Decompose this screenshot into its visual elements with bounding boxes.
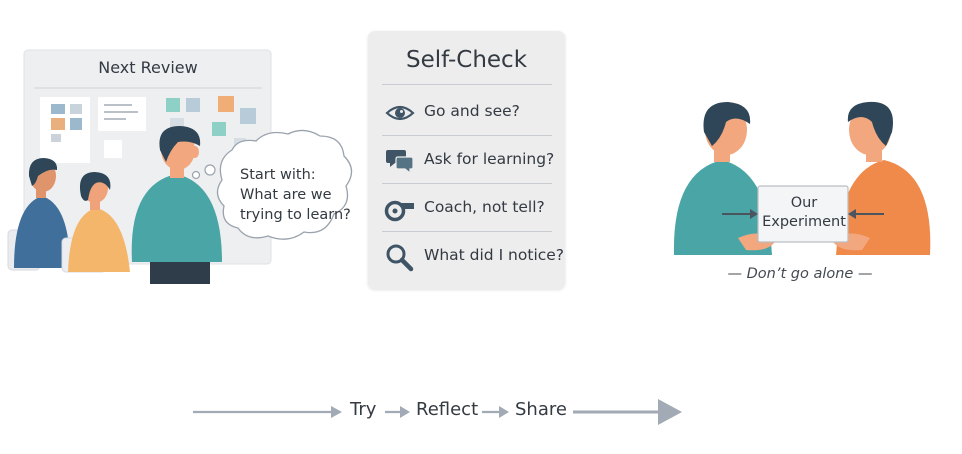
person-orange-right bbox=[832, 101, 931, 255]
inward-arrows bbox=[722, 209, 884, 219]
speech-bubble-text: Start with: What are we trying to learn? bbox=[240, 167, 351, 223]
self-check-item: Go and see? bbox=[382, 89, 558, 135]
self-check-item-label: Go and see? bbox=[424, 102, 520, 120]
thought-bubble bbox=[191, 129, 353, 240]
self-check-item: What did I notice? bbox=[382, 233, 564, 279]
flow-arrows bbox=[193, 399, 682, 425]
eye-icon bbox=[385, 105, 415, 121]
divider bbox=[382, 231, 552, 232]
self-check-item: Ask for learning? bbox=[382, 137, 558, 183]
review-board bbox=[23, 49, 272, 265]
self-check-item: Coach, not tell? bbox=[382, 185, 558, 231]
self-check-title: Self-Check bbox=[405, 47, 528, 73]
self-check-item-label: Coach, not tell? bbox=[424, 198, 545, 216]
divider bbox=[382, 135, 552, 136]
flow-step-reflect: Reflect bbox=[416, 399, 479, 420]
magnifier-icon bbox=[386, 244, 414, 272]
whistle-icon bbox=[384, 200, 414, 222]
seated-person-blue bbox=[7, 158, 70, 271]
seated-person-yellow bbox=[61, 172, 130, 273]
chat-bubbles-icon bbox=[386, 150, 414, 175]
self-check-item-label: What did I notice? bbox=[424, 246, 565, 264]
flow-step-try: Try bbox=[350, 399, 377, 420]
standing-presenter bbox=[131, 126, 222, 284]
flow-step-share: Share bbox=[515, 399, 567, 420]
experiment-paper-label: Our Experiment bbox=[762, 195, 846, 230]
self-check-item-label: Ask for learning? bbox=[424, 150, 555, 168]
divider bbox=[382, 84, 552, 85]
dont-go-alone-caption: — Don’t go alone — bbox=[727, 266, 873, 282]
board-title: Next Review bbox=[98, 58, 198, 77]
divider bbox=[382, 183, 552, 184]
self-check-card: Self-Check Go and see? Ask for learning?… bbox=[368, 31, 565, 289]
